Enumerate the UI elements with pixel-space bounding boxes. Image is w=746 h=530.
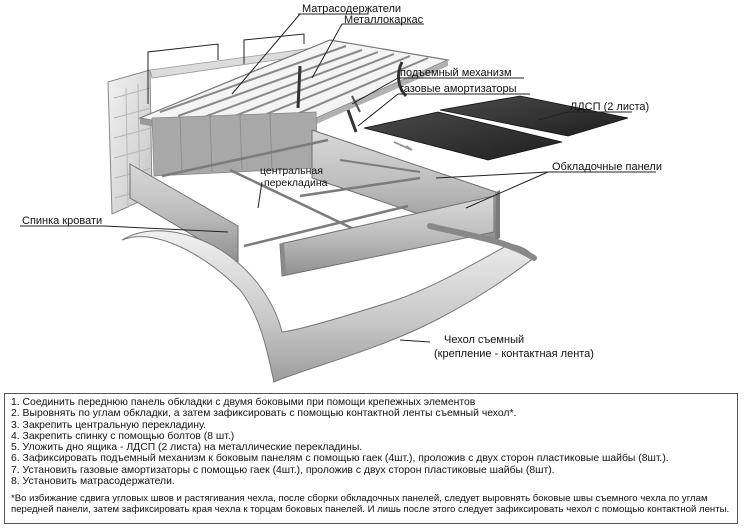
label-cover-line2: (крепление - контактная лента): [434, 348, 594, 360]
step-item: 8. Установить матрасодержатели.: [11, 476, 175, 488]
mattress-holders: [147, 33, 305, 104]
label-gas-struts: газовые амортизаторы: [400, 83, 517, 95]
label-cover-line1: Чехол съемный: [444, 334, 524, 346]
step-item: 6. Зафиксировать подъемный механизм к бо…: [11, 453, 669, 465]
label-crossbar-line2: перекладина: [264, 177, 328, 189]
step-item: 7. Установить газовые амортизаторы с пом…: [11, 464, 555, 476]
step-item: 3. Закрепить центральную перекладину.: [11, 419, 207, 431]
front-panel: [279, 195, 495, 277]
step-item: 5. Уложить дно ящика - ЛДСП (2 листа) на…: [11, 442, 363, 454]
step-item: 4. Закрепить спинку с помощью болтов (8 …: [11, 430, 235, 442]
assembly-instructions: 1. Соединить переднюю панель обкладки с …: [4, 393, 738, 524]
label-mattress-holders: Матрасодержатели: [302, 3, 401, 15]
footnote: *Во избижание сдвига угловых швов и раст…: [11, 493, 730, 516]
leader-lines: [20, 10, 656, 343]
assembly-steps: 1. Соединить переднюю панель обкладки с …: [11, 397, 731, 487]
label-lift-mechanism: подъемный механизм: [400, 67, 512, 79]
left-side-panel: [129, 163, 239, 263]
metal-crossbars: [161, 138, 421, 248]
label-metal-frame: Металлокаркас: [344, 14, 424, 26]
chipboard-sheets: [363, 95, 629, 161]
step-item: 1. Соединить переднюю панель обкладки с …: [11, 397, 476, 408]
label-facing-panels: Обкладочные панели: [552, 161, 662, 173]
removable-cover: [121, 223, 537, 383]
step-item: 2. Выровнять по углам обкладки, а затем …: [11, 408, 517, 420]
label-headboard: Спинка кровати: [22, 215, 102, 227]
label-crossbar-line1: центральная: [260, 165, 323, 177]
bed-assembly-diagram: Матрасодержатели Металлокаркас подъемный…: [20, 3, 662, 383]
label-chipboard: ЛДСП (2 листа): [570, 101, 649, 113]
